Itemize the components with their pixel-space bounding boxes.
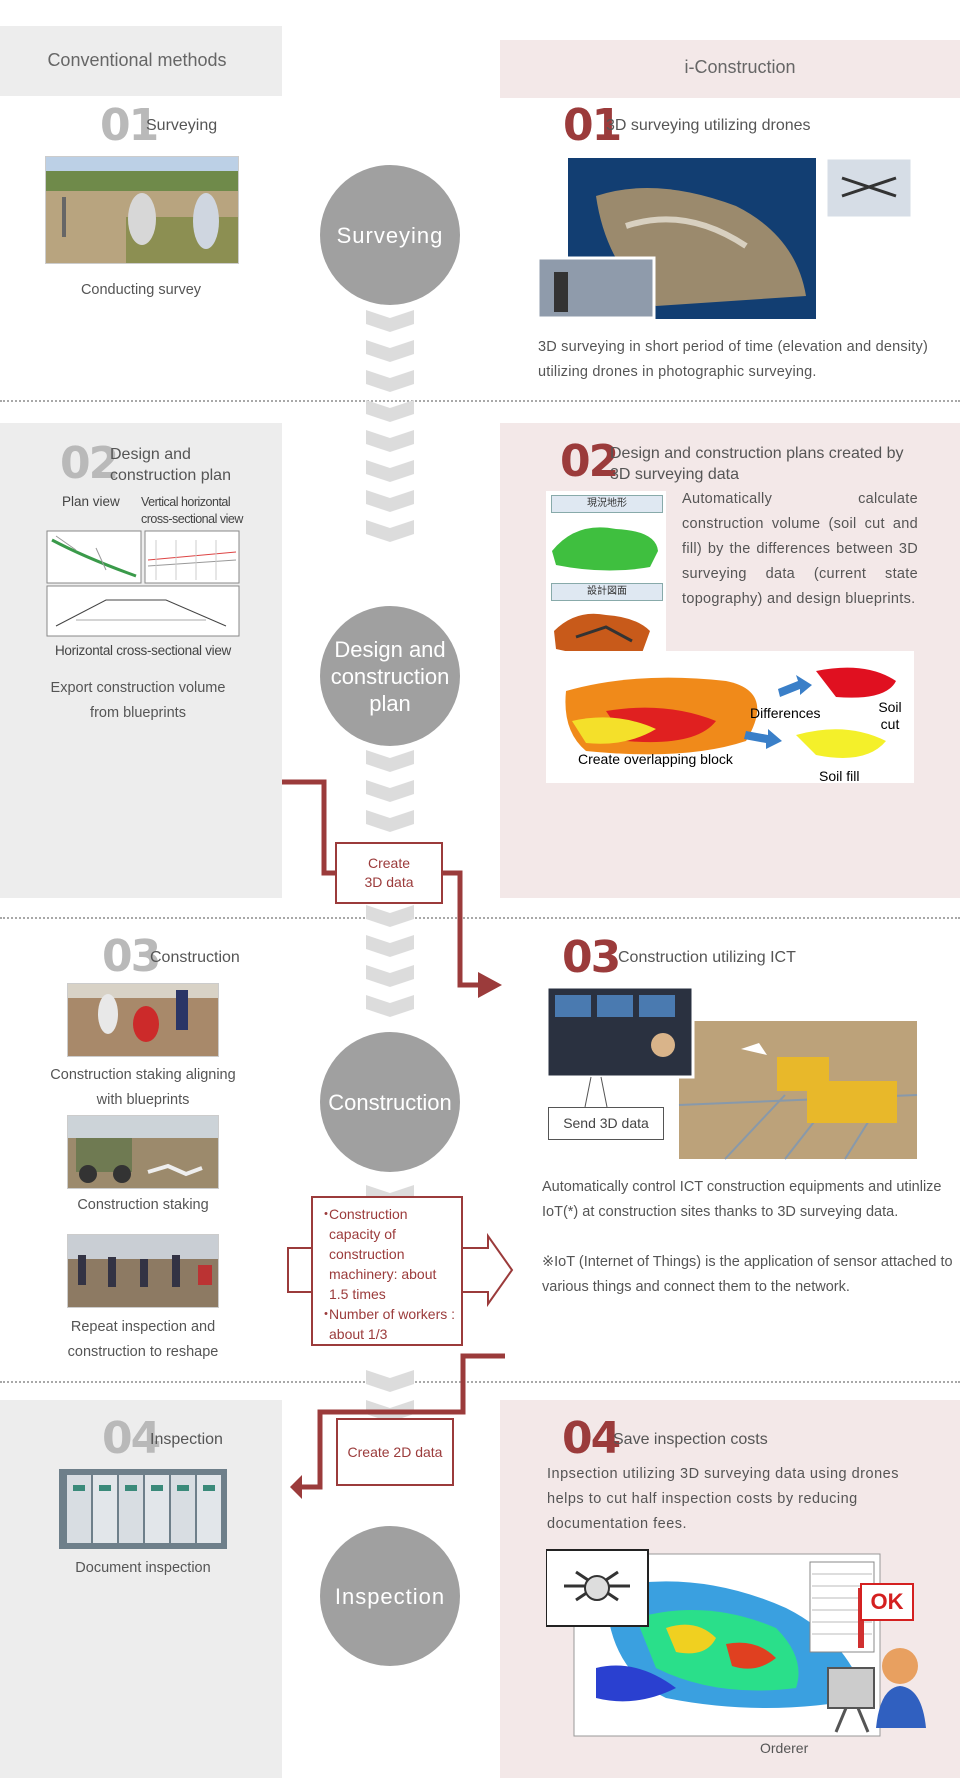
left-header-band xyxy=(0,26,282,96)
photo-construction-staking xyxy=(67,1115,219,1189)
chevron-down-icon xyxy=(366,370,414,392)
terrain-models xyxy=(546,491,666,661)
left-step-title-design: Design and construction plan xyxy=(110,446,231,484)
caption-export-volume: Export construction volume from blueprin… xyxy=(50,680,226,721)
right-step-number-01: 01 xyxy=(563,100,622,151)
chevron-down-icon xyxy=(366,400,414,422)
chevron-down-icon xyxy=(366,905,414,927)
bullet-icon: ・ xyxy=(319,1306,333,1322)
benefit-item-capacity: ・ Construction capacity of construction … xyxy=(319,1204,457,1304)
right-step-title-save: Save inspection costs xyxy=(613,1431,768,1448)
left-step-title-inspection: Inspection xyxy=(150,1431,223,1448)
caption-repeat-inspection: Repeat inspection and construction to re… xyxy=(67,1319,219,1360)
photo-ict-operation xyxy=(545,985,918,1160)
chevron-down-icon xyxy=(366,430,414,452)
stage-circle-design: Design and construction plan xyxy=(320,606,460,746)
label-vertical-view: Vertical horizontal cross-sectional view xyxy=(141,495,243,526)
photo-document-binders xyxy=(59,1469,227,1549)
stage-circle-construction: Construction xyxy=(320,1032,460,1172)
chevron-down-icon xyxy=(366,1370,414,1392)
separator-3 xyxy=(0,1381,960,1383)
chevron-down-icon xyxy=(366,810,414,832)
chevron-down-icon xyxy=(366,935,414,957)
tag-design-blueprint: 設計図面 xyxy=(551,583,663,601)
stage-circle-surveying: Surveying xyxy=(320,165,460,305)
label-differences: Differences xyxy=(750,705,821,721)
chevron-down-icon xyxy=(366,780,414,802)
text-auto-calculate: Automatically calculate construction vol… xyxy=(682,491,918,607)
chevron-down-icon xyxy=(366,750,414,772)
left-step-number-02: 02 xyxy=(60,438,119,489)
chevron-down-icon xyxy=(366,340,414,362)
caption-document-inspection: Document inspection xyxy=(75,1560,211,1576)
tag-current-topography: 現況地形 xyxy=(551,495,663,513)
photo-repeat-inspection xyxy=(67,1234,219,1308)
arrow-head-right-icon xyxy=(478,972,502,998)
label-soil-fill: Soil fill xyxy=(819,768,860,784)
arrow-left-icon xyxy=(741,1043,767,1055)
left-step-title-construction: Construction xyxy=(150,949,240,966)
label-orderer: Orderer xyxy=(760,1740,809,1756)
photo-drone-3d-model xyxy=(536,156,914,320)
caption-staking-blueprints: Construction staking aligning with bluep… xyxy=(50,1067,236,1108)
chevron-down-icon xyxy=(366,520,414,542)
arrow-right-icon xyxy=(744,729,782,749)
label-horizontal-view: Horizontal cross-sectional view xyxy=(54,643,231,658)
create-3d-data-box: Create 3D data xyxy=(335,842,443,904)
left-step-title-surveying: Surveying xyxy=(146,117,218,134)
chevron-down-icon xyxy=(366,460,414,482)
right-step-title-drones: 3D surveying utilizing drones xyxy=(606,117,811,134)
photo-staking-blueprints xyxy=(67,983,219,1057)
text-drone-surveying: 3D surveying in short period of time (el… xyxy=(538,339,928,380)
arrow-head-left-icon xyxy=(290,1475,302,1499)
chevron-down-icon xyxy=(366,310,414,332)
label-soil-cut: Soil cut xyxy=(878,699,902,732)
right-step-title-design: Design and construction plans created by… xyxy=(610,445,904,483)
blueprint-drawings xyxy=(46,530,240,637)
separator-2 xyxy=(0,917,960,919)
left-panel-design xyxy=(0,423,282,898)
inspection-heatmap xyxy=(546,1549,926,1737)
send-3d-data-label: Send 3D data xyxy=(548,1107,664,1140)
right-step-title-ict: Construction utilizing ICT xyxy=(618,949,796,966)
left-panel-inspection xyxy=(0,1400,282,1778)
caption-construction-staking: Construction staking xyxy=(77,1197,209,1213)
benefit-item-workers: ・ Number of workers : about 1/3 xyxy=(319,1304,457,1344)
header-i-construction: i-Construction xyxy=(684,57,796,77)
right-step-number-02: 02 xyxy=(560,436,619,487)
label-plan-view: Plan view xyxy=(62,494,120,509)
chevron-down-icon xyxy=(366,995,414,1017)
text-save-costs: Inpsection utilizing 3D surveying data u… xyxy=(547,1466,899,1532)
label-create-overlap: Create overlapping block xyxy=(578,751,733,767)
ok-badge: OK xyxy=(860,1583,914,1621)
chevron-down-icon xyxy=(366,490,414,512)
benefit-workers-text: Number of workers : about 1/3 xyxy=(329,1306,456,1342)
left-step-number-04: 04 xyxy=(102,1413,161,1464)
right-step-number-04: 04 xyxy=(562,1413,621,1464)
stage-circle-inspection: Inspection xyxy=(320,1526,460,1666)
text-iot-note: ※IoT (Internet of Things) is the applica… xyxy=(542,1254,953,1295)
separator-1 xyxy=(0,400,960,402)
right-step-number-03: 03 xyxy=(562,932,621,983)
caption-conducting-survey: Conducting survey xyxy=(80,282,202,298)
header-conventional: Conventional methods xyxy=(47,50,227,70)
photo-conducting-survey xyxy=(45,156,239,264)
text-ict-control: Automatically control ICT construction e… xyxy=(542,1179,942,1220)
arrow-create-2d xyxy=(300,1353,505,1490)
bullet-icon: ・ xyxy=(319,1206,333,1222)
chevron-down-icon xyxy=(366,965,414,987)
right-header-band xyxy=(500,40,960,98)
cut-fill-diagram xyxy=(546,651,914,783)
left-step-number-03: 03 xyxy=(102,931,161,982)
create-2d-data-box: Create 2D data xyxy=(336,1418,454,1486)
arrow-right-icon xyxy=(778,675,812,697)
benefit-box: ・ Construction capacity of construction … xyxy=(311,1196,463,1346)
left-step-number-01: 01 xyxy=(100,100,159,151)
benefit-capacity-text: Construction capacity of construction ma… xyxy=(329,1206,437,1302)
